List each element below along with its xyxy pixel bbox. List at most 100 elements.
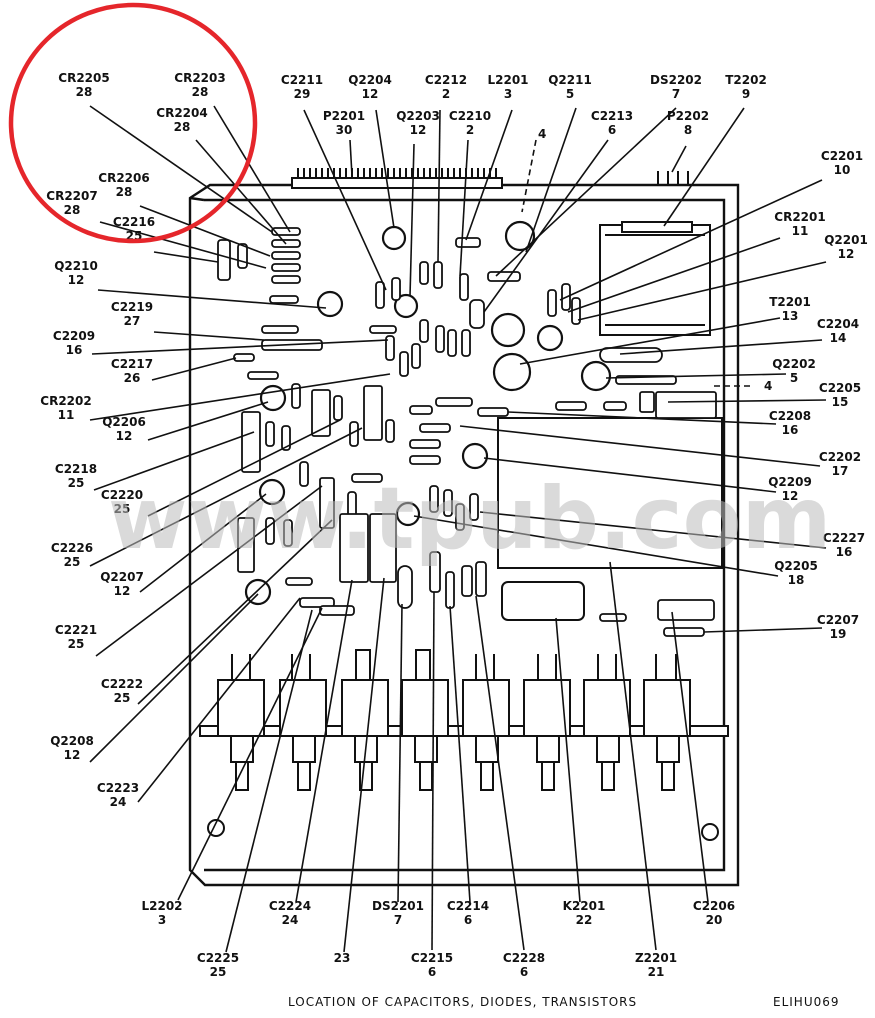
label-num-c2224: 24 (282, 913, 299, 927)
label-num-k2201: 22 (576, 913, 593, 927)
label-num-q2204: 12 (362, 87, 379, 101)
label-num-c2218: 25 (68, 476, 85, 490)
label-ref-q2205: Q2205 (774, 559, 818, 573)
label-num-z2201: 21 (648, 965, 665, 979)
watermark-text: www.tpub.com (108, 469, 831, 569)
label-n23: 23 (334, 951, 351, 965)
label-num-c2212: 2 (442, 87, 450, 101)
leader-line-c2210 (459, 139, 469, 277)
label-num-l2202: 3 (158, 913, 166, 927)
leader-line-c2213 (483, 139, 609, 313)
leader-line-c2205 (667, 399, 827, 403)
leader-line-cr2203 (213, 105, 291, 233)
label-num-q2211: 5 (566, 87, 574, 101)
label-ref-c2208: C2208 (769, 409, 811, 423)
leader-line-q2206 (147, 401, 269, 441)
leader-line-q2201 (577, 261, 827, 321)
label-ref-q2211: Q2211 (548, 73, 592, 87)
label-num-c2220: 25 (114, 502, 131, 516)
label-ref-cr2204: CR2204 (156, 106, 207, 120)
label-num-c2226: 25 (64, 555, 81, 569)
label-ref-p2201: P2201 (323, 109, 365, 123)
leader-line-c2221 (95, 485, 323, 657)
leader-lines (89, 105, 827, 953)
label-ref-l2202: L2202 (141, 899, 182, 913)
label-ref-cr2203: CR2203 (174, 71, 225, 85)
section-marks: 4 4 (521, 127, 772, 393)
label-ref-c2202: C2202 (819, 450, 861, 464)
leader-line-q2210 (97, 289, 327, 309)
leader-line-ds2202 (495, 107, 677, 277)
section-mark-top: 4 (538, 127, 546, 141)
leader-line-cr2206 (139, 205, 271, 257)
leader-line-c2220 (147, 419, 341, 517)
label-ref-q2202: Q2202 (772, 357, 816, 371)
label-num-c2209: 16 (66, 343, 83, 357)
label-num-c2205: 15 (832, 395, 849, 409)
label-ref-c2209: C2209 (53, 329, 95, 343)
label-num-p2202: 8 (684, 123, 692, 137)
leader-line-c2218 (93, 431, 255, 491)
leader-line-q2205 (413, 515, 779, 577)
leader-line-c2206 (671, 611, 709, 903)
label-ref-c2210: C2210 (449, 109, 491, 123)
label-ref-c2221: C2221 (55, 623, 97, 637)
leader-line-q2204 (375, 109, 395, 229)
leader-line-c2208 (507, 411, 777, 425)
highlight-circle (8, 2, 258, 244)
leader-line-cr2201 (567, 237, 781, 313)
section-mark-right: 4 (764, 379, 772, 393)
leader-line-p2202 (671, 145, 687, 173)
label-ref-c2211: C2211 (281, 73, 323, 87)
switch-row (199, 649, 729, 791)
label-ref-c2219: C2219 (111, 300, 153, 314)
label-num-q2210: 12 (68, 273, 85, 287)
label-num-q2207: 12 (114, 584, 131, 598)
leader-line-t2202 (663, 107, 745, 227)
label-ref-c2205: C2205 (819, 381, 861, 395)
mounting-holes (207, 819, 719, 841)
leader-line-q2209 (483, 457, 777, 493)
label-num-c2207: 19 (830, 627, 847, 641)
label-ref-c2222: C2222 (101, 677, 143, 691)
label-num-c2211: 29 (294, 87, 311, 101)
label-ref-c2225: C2225 (197, 951, 239, 965)
label-ref-cr2201: CR2201 (774, 210, 825, 224)
label-ref-c2207: C2207 (817, 613, 859, 627)
label-ref-z2201: Z2201 (635, 951, 677, 965)
label-ref-ds2201: DS2201 (372, 899, 424, 913)
label-ref-c2214: C2214 (447, 899, 489, 913)
label-ref-t2202: T2202 (725, 73, 767, 87)
leader-line-c2223 (137, 597, 301, 803)
t2202-transformer (599, 221, 711, 336)
label-ref-c2215: C2215 (411, 951, 453, 965)
leader-line-k2201 (555, 617, 581, 903)
label-num-l2201: 3 (504, 87, 512, 101)
leader-line-c2227 (479, 511, 827, 549)
label-ref-c2226: C2226 (51, 541, 93, 555)
label-num-q2201: 12 (838, 247, 855, 261)
label-ref-c2206: C2206 (693, 899, 735, 913)
